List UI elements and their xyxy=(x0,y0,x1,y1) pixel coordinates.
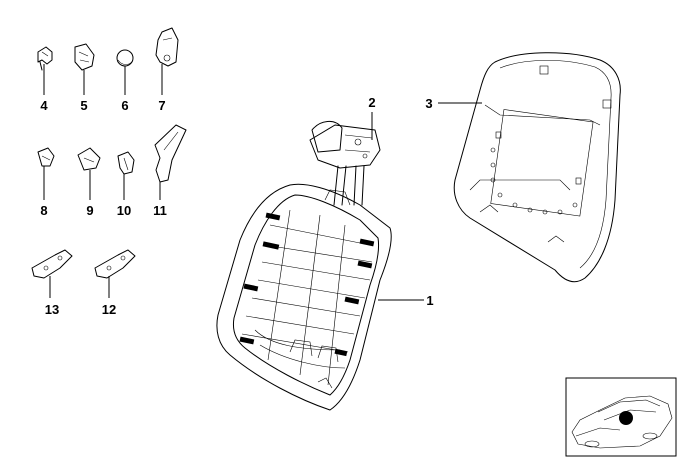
callout-1: 1 xyxy=(426,293,433,308)
callout-5: 5 xyxy=(80,98,87,113)
part-6-plug[interactable] xyxy=(116,49,134,67)
locator-dot-icon xyxy=(619,411,633,425)
callout-10: 10 xyxy=(117,203,131,218)
cover-clip-marks xyxy=(479,65,612,243)
callout-3: 3 xyxy=(425,96,432,111)
leader-lines xyxy=(43,64,482,301)
frame-slats xyxy=(241,209,373,386)
callout-11: 11 xyxy=(153,203,167,218)
callout-4: 4 xyxy=(40,98,48,113)
callout-13: 13 xyxy=(45,302,59,317)
part-4-clip[interactable] xyxy=(37,46,53,71)
callout-labels: 4 5 6 7 8 9 10 11 13 12 2 3 1 xyxy=(40,95,433,317)
car-outline-icon xyxy=(571,395,673,449)
callout-8: 8 xyxy=(40,203,47,218)
part-headrest-guide[interactable] xyxy=(309,121,381,206)
frame-straps xyxy=(239,212,375,357)
callout-9: 9 xyxy=(86,203,93,218)
locator-inset xyxy=(565,377,677,457)
part-5-clip[interactable] xyxy=(74,43,95,71)
part-7-bracket[interactable] xyxy=(155,27,179,67)
part-backrest-frame[interactable] xyxy=(216,183,392,411)
part-backrest-cover[interactable] xyxy=(453,52,621,283)
callout-7: 7 xyxy=(158,98,165,113)
part-10-pad[interactable] xyxy=(117,151,135,175)
callout-6: 6 xyxy=(121,98,128,113)
part-9-clip[interactable] xyxy=(77,147,101,171)
part-11-strip[interactable] xyxy=(154,124,187,183)
callout-2: 2 xyxy=(368,95,375,110)
callout-12: 12 xyxy=(102,302,116,317)
part-13-bracket[interactable] xyxy=(31,249,73,279)
part-12-bracket[interactable] xyxy=(94,249,136,279)
part-8-clip[interactable] xyxy=(37,147,55,167)
